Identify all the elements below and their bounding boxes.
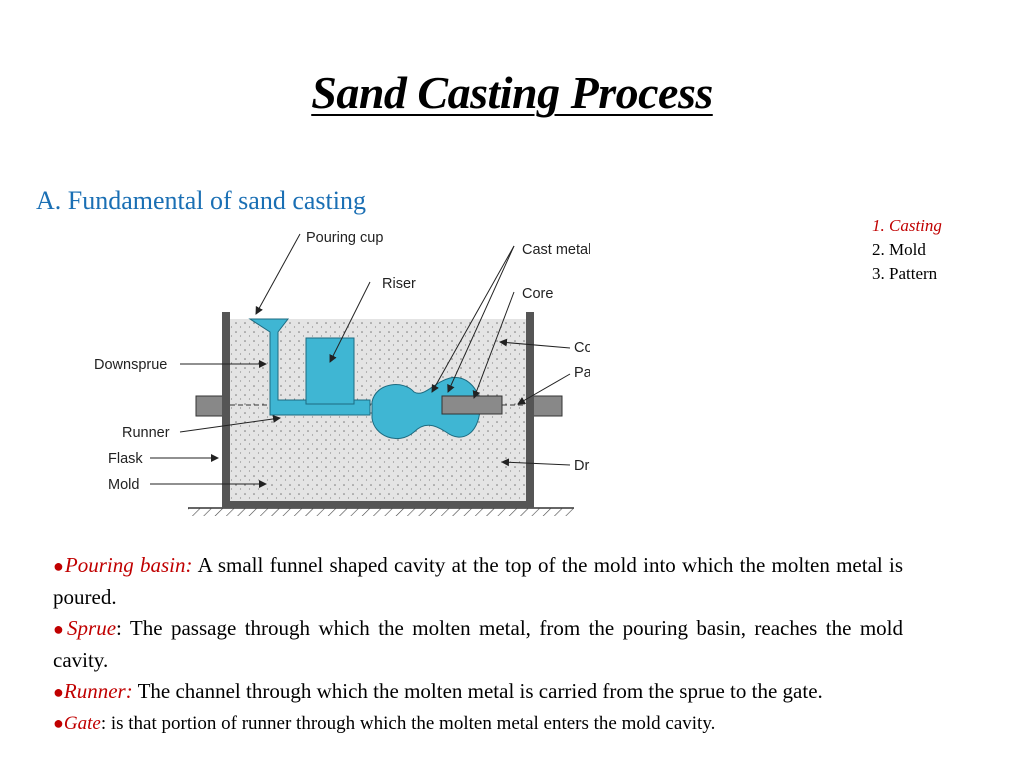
section-subtitle: A. Fundamental of sand casting <box>36 186 366 215</box>
label-downsprue: Downsprue <box>94 357 167 373</box>
side-list: 1. Casting 2. Mold 3. Pattern <box>872 214 942 286</box>
definition-sprue: ●Sprue: The passage through which the mo… <box>53 613 903 676</box>
flask-bottom <box>222 501 534 508</box>
bullet-icon: ● <box>53 556 65 576</box>
label-cast-metal: Cast metal in cavity <box>522 242 590 258</box>
side-list-item-casting: 1. Casting <box>872 216 942 235</box>
label-riser: Riser <box>382 276 416 292</box>
definition-pouring-basin: ●Pouring basin: A small funnel shaped ca… <box>53 550 903 613</box>
bullet-icon: ● <box>53 619 68 639</box>
definition-term: Runner: <box>63 679 133 703</box>
definition-term: Gate <box>63 713 101 734</box>
slide-title: Sand Casting Process <box>311 67 713 118</box>
definition-text: A small funnel shaped cavity at the top … <box>53 553 904 609</box>
flask-pin-left <box>195 395 227 417</box>
side-list-item-pattern: 3. Pattern <box>872 264 938 283</box>
definition-term: Pouring basin: <box>64 553 193 577</box>
riser <box>305 337 355 405</box>
label-runner: Runner <box>122 425 170 441</box>
label-cope: Cope <box>574 340 590 356</box>
definition-runner: ●Runner: The channel through which the m… <box>53 676 903 708</box>
label-drag: Drag <box>574 458 590 474</box>
label-parting-line: Parting line <box>574 365 590 381</box>
bullet-icon: ● <box>53 713 64 733</box>
definition-text: The channel through which the molten met… <box>132 679 823 703</box>
label-flask: Flask <box>108 451 143 467</box>
pouring-cup-and-sprue <box>248 318 371 416</box>
flask-pin-right <box>529 395 563 417</box>
label-core: Core <box>522 286 553 302</box>
sand-casting-diagram: Pouring cup Riser Cast metal in cavity C… <box>94 230 590 516</box>
definitions-list: ●Pouring basin: A small funnel shaped ca… <box>53 550 903 739</box>
label-pouring-cup: Pouring cup <box>306 230 383 246</box>
slide-title-wrap: Sand Casting Process <box>0 66 1024 119</box>
definition-term: Sprue <box>67 616 117 640</box>
flask-wall-right <box>526 312 534 507</box>
definition-text: : The passage through which the molten m… <box>53 616 903 672</box>
side-list-item-mold: 2. Mold <box>872 240 926 259</box>
definition-text: : is that portion of runner through whic… <box>100 713 716 734</box>
core <box>441 395 503 415</box>
ground-hatch <box>188 508 574 516</box>
label-mold: Mold <box>108 477 139 493</box>
definition-gate: ●Gate: is that portion of runner through… <box>53 708 903 739</box>
flask-wall-left <box>222 312 230 507</box>
bullet-icon: ● <box>53 682 64 702</box>
